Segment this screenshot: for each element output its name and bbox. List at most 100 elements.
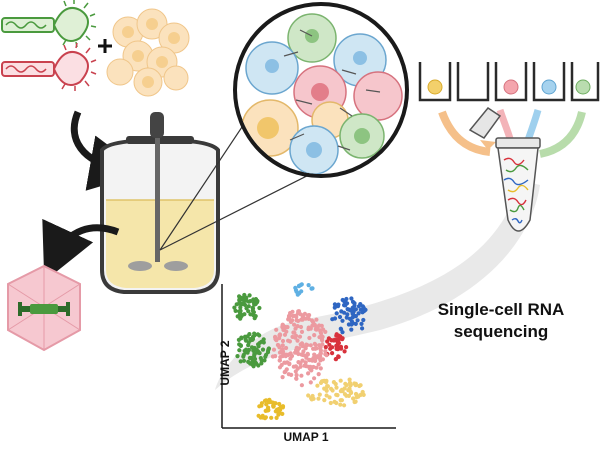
umap-point bbox=[323, 345, 328, 350]
umap-point bbox=[250, 306, 256, 311]
umap-x-axis-label: UMAP 1 bbox=[283, 430, 329, 444]
umap-point bbox=[342, 349, 347, 354]
umap-point bbox=[310, 323, 315, 328]
umap-point bbox=[267, 397, 272, 402]
umap-point bbox=[353, 321, 358, 326]
umap-point bbox=[320, 338, 325, 343]
umap-point bbox=[349, 296, 354, 301]
umap-point bbox=[334, 343, 339, 348]
umap-point bbox=[294, 373, 299, 378]
umap-point bbox=[338, 398, 343, 403]
umap-point bbox=[352, 399, 357, 405]
umap-point bbox=[271, 400, 276, 405]
library-hairpin-green-icon bbox=[1, 0, 97, 48]
umap-point bbox=[299, 289, 304, 294]
umap-point bbox=[316, 396, 321, 401]
umap-point bbox=[286, 372, 291, 377]
umap-point bbox=[309, 286, 314, 291]
umap-point bbox=[309, 318, 315, 323]
umap-point bbox=[361, 317, 366, 323]
umap-point bbox=[280, 404, 286, 409]
umap-point bbox=[336, 333, 341, 338]
umap-point bbox=[328, 400, 333, 406]
umap-point bbox=[321, 327, 326, 332]
umap-point bbox=[345, 307, 350, 312]
umap-point bbox=[309, 368, 314, 373]
umap-point bbox=[277, 336, 282, 341]
umap-point bbox=[257, 351, 262, 356]
umap-point bbox=[359, 321, 364, 326]
umap-point bbox=[286, 317, 291, 322]
umap-point bbox=[305, 351, 310, 356]
umap-point bbox=[271, 347, 277, 352]
umap-point bbox=[318, 380, 324, 385]
umap-point bbox=[247, 293, 252, 298]
umap-point bbox=[288, 311, 293, 316]
umap-point bbox=[336, 336, 342, 341]
umap-point bbox=[345, 312, 350, 317]
umap-point bbox=[236, 337, 241, 342]
umap-point bbox=[360, 389, 365, 395]
umap-point bbox=[332, 337, 337, 342]
umap-point bbox=[253, 297, 259, 302]
umap-point bbox=[299, 383, 304, 388]
umap-point bbox=[238, 305, 243, 310]
umap-point bbox=[248, 299, 253, 304]
umap-point bbox=[303, 316, 308, 321]
umap-point bbox=[294, 376, 299, 381]
umap-point bbox=[276, 406, 281, 411]
umap-point bbox=[306, 283, 311, 288]
umap-point bbox=[306, 393, 311, 398]
umap-point bbox=[318, 351, 323, 356]
umap-point bbox=[237, 294, 242, 299]
umap-point bbox=[247, 355, 252, 361]
umap-point bbox=[358, 302, 363, 307]
umap-point bbox=[339, 346, 344, 351]
umap-point bbox=[338, 378, 343, 383]
umap-point bbox=[363, 307, 368, 312]
virus-capsid-icon bbox=[7, 264, 81, 352]
umap-point bbox=[242, 292, 247, 298]
umap-point bbox=[318, 346, 323, 351]
umap-point bbox=[336, 354, 341, 359]
umap-point bbox=[263, 415, 268, 420]
umap-point bbox=[344, 315, 349, 320]
umap-point bbox=[342, 403, 347, 408]
umap-point bbox=[347, 377, 352, 382]
umap-point bbox=[247, 332, 252, 337]
umap-point bbox=[358, 307, 363, 312]
umap-point bbox=[344, 345, 349, 350]
umap-point bbox=[304, 342, 309, 347]
umap-point bbox=[355, 318, 360, 323]
umap-point bbox=[295, 338, 300, 343]
umap-point bbox=[306, 325, 311, 330]
umap-point bbox=[260, 413, 265, 418]
umap-point bbox=[277, 350, 283, 355]
umap-point bbox=[284, 367, 289, 372]
umap-point bbox=[315, 383, 320, 388]
umap-point bbox=[232, 305, 237, 310]
umap-point bbox=[307, 313, 312, 318]
umap-point bbox=[301, 349, 306, 354]
umap-point bbox=[316, 362, 321, 367]
umap-point bbox=[295, 311, 300, 316]
umap-point bbox=[235, 354, 240, 359]
umap-point bbox=[288, 351, 293, 356]
arrow-to-virus bbox=[42, 218, 120, 282]
umap-point bbox=[320, 357, 325, 362]
umap-point bbox=[346, 388, 351, 393]
umap-point bbox=[283, 360, 288, 365]
umap-point bbox=[241, 358, 247, 363]
umap-point bbox=[295, 324, 300, 329]
umap-point bbox=[347, 380, 353, 385]
umap-point bbox=[284, 352, 289, 357]
umap-point bbox=[324, 393, 329, 398]
umap-point bbox=[281, 324, 286, 329]
umap-point bbox=[337, 314, 343, 320]
umap-point bbox=[277, 358, 282, 363]
umap-point bbox=[343, 300, 348, 305]
umap-point bbox=[313, 327, 318, 332]
umap-point bbox=[248, 361, 253, 366]
umap-point bbox=[292, 322, 297, 327]
umap-point bbox=[344, 296, 349, 302]
